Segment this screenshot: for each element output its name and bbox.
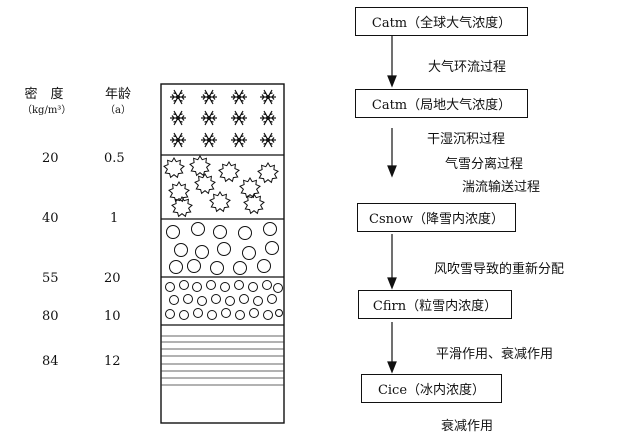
large-grain-layer xyxy=(166,222,279,275)
density-value: 80 xyxy=(42,309,59,324)
age-value: 1 xyxy=(110,211,119,226)
flow-box-catm-local: Catm（局地大气浓度） xyxy=(355,89,528,118)
age-value: 12 xyxy=(104,354,121,369)
flow-box-cfirn: Cfirn（粒雪内浓度） xyxy=(358,290,512,319)
flow-box-csnow: Csnow（降雪内浓度） xyxy=(357,203,516,232)
arrowhead xyxy=(387,165,397,178)
process-label: 大气环流过程 xyxy=(428,60,507,75)
age-value: 10 xyxy=(104,309,121,324)
process-label: 风吹雪导致的重新分配 xyxy=(434,262,565,277)
age-unit: （a） xyxy=(105,105,131,116)
arrowhead xyxy=(387,75,397,88)
process-label: 干湿沉积过程 xyxy=(427,132,506,147)
age-value: 0.5 xyxy=(104,151,125,166)
age-value: 20 xyxy=(104,271,121,286)
density-value: 40 xyxy=(42,211,59,226)
density-value: 55 xyxy=(42,271,59,286)
process-label: 平滑作用、衰减作用 xyxy=(436,347,554,362)
density-unit: （kg/m³） xyxy=(22,105,72,116)
flow-box-catm-global: Catm（全球大气浓度） xyxy=(355,7,528,36)
flow-box-cice: Cice（冰内浓度） xyxy=(361,374,502,403)
density-value: 20 xyxy=(42,151,59,166)
age-header: 年龄 xyxy=(104,87,131,102)
column-outline xyxy=(160,83,285,424)
new-snow-layer xyxy=(163,155,279,217)
arrowhead xyxy=(387,277,397,290)
small-grain-layer xyxy=(165,280,283,320)
process-label: 衰减作用 xyxy=(441,419,494,434)
process-label: 湍流输送过程 xyxy=(462,180,541,195)
process-label: 气雪分离过程 xyxy=(445,157,524,172)
ice-layer xyxy=(161,335,284,386)
arrowhead xyxy=(387,361,397,374)
density-value: 84 xyxy=(42,354,59,369)
snowflake-layer xyxy=(169,89,277,148)
density-header: 密 度 xyxy=(24,87,64,102)
